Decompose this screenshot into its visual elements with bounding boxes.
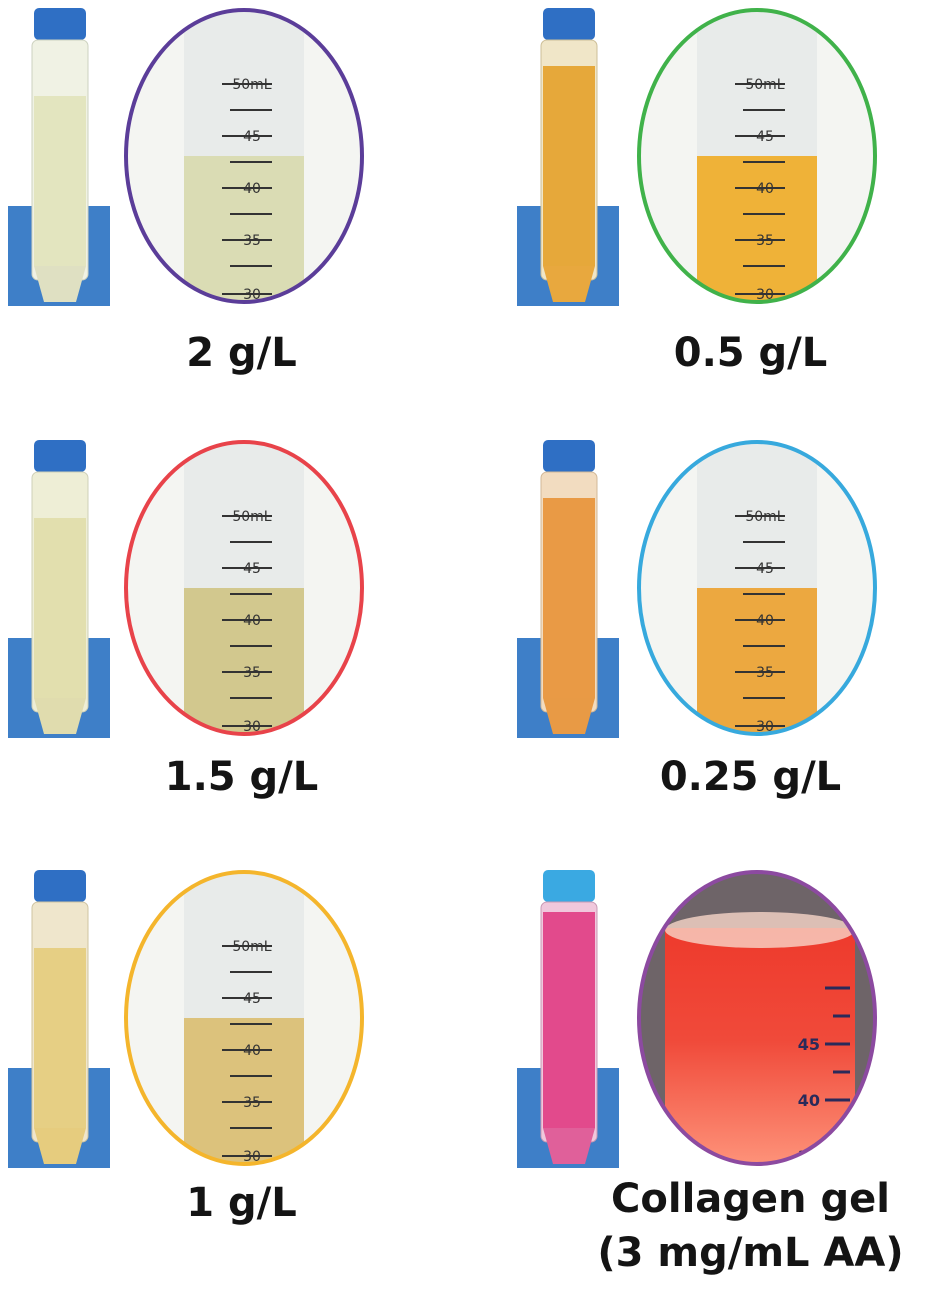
scale-label-50: 50mL	[232, 939, 271, 955]
scale-label-35: 35	[243, 1095, 261, 1111]
scale-label-45: 45	[243, 129, 261, 145]
scale-label-50: 50mL	[745, 509, 784, 525]
scale-label-45: 45	[756, 129, 774, 145]
concentration-label-line2: (3 mg/mL AA)	[597, 1230, 904, 1276]
zoom-ring	[124, 440, 364, 736]
tube-photo	[8, 870, 110, 1168]
concentration-label: 0.5 g/L	[673, 330, 828, 376]
zoom-liquid	[184, 156, 304, 302]
zoom-liquid	[697, 156, 817, 302]
scale-label-35: 35	[243, 665, 261, 681]
tube-cap	[34, 440, 86, 472]
scale-label-40: 40	[243, 181, 261, 197]
tube-tip	[34, 266, 86, 302]
zoom-circle: 50mL 45 40 35 30	[637, 8, 877, 304]
tube-liquid	[34, 518, 86, 698]
tube-photo	[8, 440, 110, 738]
scale-label-30: 30	[756, 719, 774, 735]
scale-label-30: 30	[243, 287, 261, 303]
tube-tip	[34, 1128, 86, 1164]
scale-label-40: 40	[756, 613, 774, 629]
zoom-circle: 50mL 45 40 35 30	[124, 870, 364, 1166]
tube-photo	[517, 440, 619, 738]
scale-label-30: 30	[756, 287, 774, 303]
scale-label-35: 35	[756, 665, 774, 681]
zoom-ring	[124, 8, 364, 304]
zoom-ring	[124, 870, 364, 1166]
gel-label-40: 40	[798, 1091, 820, 1110]
concentration-label: 2 g/L	[186, 330, 297, 376]
tube-photo	[8, 8, 110, 306]
tube-liquid	[543, 498, 595, 698]
concentration-label: Collagen gel	[611, 1176, 890, 1222]
zoom-liquid	[184, 588, 304, 734]
tube-photo	[517, 870, 619, 1168]
tube-liquid	[34, 96, 86, 266]
scale-label-35: 35	[243, 233, 261, 249]
zoom-ring	[637, 870, 877, 1166]
scale-label-45: 45	[243, 991, 261, 1007]
panel-0.25gL: 50mL 45 40 35 30 0.25 g/L	[517, 438, 934, 868]
scale-label-30: 30	[243, 719, 261, 735]
zoom-liquid	[184, 1018, 304, 1164]
tube-cap	[34, 8, 86, 40]
scale-label-50: 50mL	[745, 77, 784, 93]
concentration-label: 0.25 g/L	[659, 754, 842, 800]
concentration-label: 1 g/L	[186, 1180, 297, 1226]
scale-label-40: 40	[756, 181, 774, 197]
tube-photo	[517, 8, 619, 306]
scale-label-40: 40	[243, 1043, 261, 1059]
zoom-ring	[637, 440, 877, 736]
concentration-label: 1.5 g/L	[164, 754, 319, 800]
tube-cap	[543, 8, 595, 40]
tube-cap	[543, 440, 595, 472]
tube-liquid	[543, 66, 595, 266]
tube-liquid	[34, 948, 86, 1128]
panel-1gL: 50mL 45 40 35 30 1 g/L	[8, 868, 475, 1298]
gel-label-45: 45	[798, 1035, 820, 1054]
tube-tip	[34, 698, 86, 734]
scale-label-45: 45	[756, 561, 774, 577]
tube-liquid	[543, 912, 595, 1128]
scale-label-40: 40	[243, 613, 261, 629]
tube-tip	[543, 266, 595, 302]
scale-label-50: 50mL	[232, 77, 271, 93]
scale-label-30: 30	[243, 1149, 261, 1165]
tube-tip	[543, 1128, 595, 1164]
panel-2gL: 50mL 45 40 35 30 2 g/L	[8, 6, 475, 436]
scale-label-45: 45	[243, 561, 261, 577]
panel-0.5gL: 50mL 45 40 35 30 0.5 g/L	[517, 6, 934, 436]
zoom-gel	[665, 928, 855, 1164]
panel-1.5gL: 50mL 45 40 35 30 1.5 g/L	[8, 438, 475, 868]
scale-label-50: 50mL	[232, 509, 271, 525]
zoom-ring	[637, 8, 877, 304]
zoom-circle: 50mL 45 40 35 30	[124, 440, 364, 736]
tube-cap	[543, 870, 595, 902]
panel-collagen-gel: 45 40 35 Collagen gel (3 mg/mL AA)	[517, 868, 934, 1298]
tube-cap	[34, 870, 86, 902]
scale-label-35: 35	[756, 233, 774, 249]
zoom-liquid	[697, 588, 817, 734]
zoom-circle: 50mL 45 40 35 30	[124, 8, 364, 304]
tube-tip	[543, 698, 595, 734]
zoom-circle: 50mL 45 40 35 30	[637, 440, 877, 736]
zoom-circle: 45 40 35	[637, 870, 877, 1166]
